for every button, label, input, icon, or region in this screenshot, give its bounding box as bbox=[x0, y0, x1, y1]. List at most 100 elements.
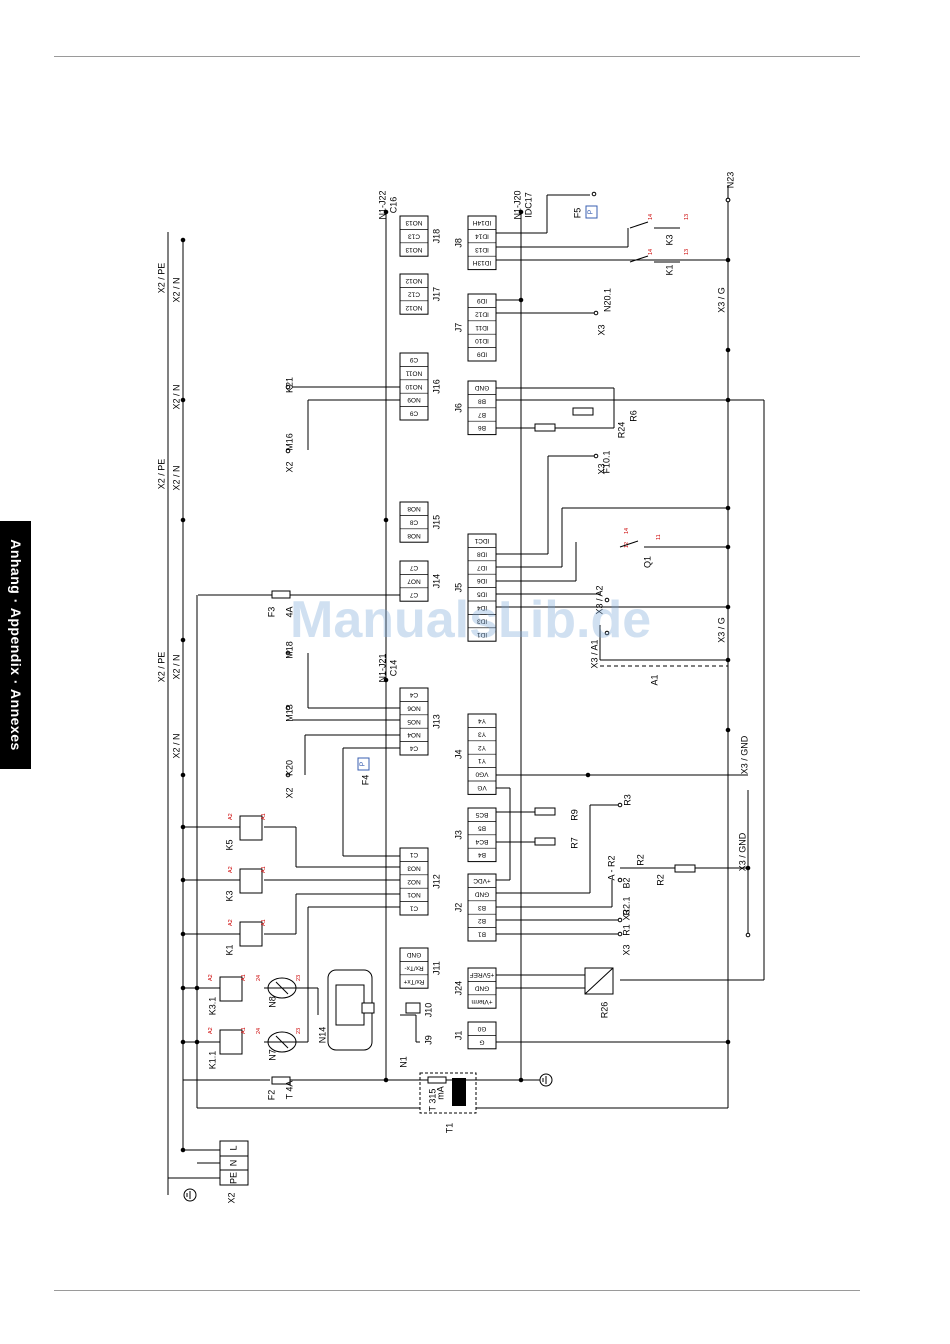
terminal-point-icon bbox=[285, 384, 291, 390]
pin-label: GND bbox=[474, 984, 489, 991]
pin-label: NO11 bbox=[405, 369, 422, 376]
fuse-symbol bbox=[271, 1076, 291, 1085]
terminal-point-icon bbox=[604, 597, 610, 603]
pin-label: NO2 bbox=[407, 878, 421, 885]
pin-label: C4 bbox=[409, 691, 418, 698]
pin-label: Rx/Tx+ bbox=[403, 978, 424, 985]
component-label: R1 bbox=[621, 924, 631, 936]
component-label: X2 / N bbox=[171, 733, 181, 758]
pin-label: Y4 bbox=[478, 717, 486, 724]
component-label: X3 / GND bbox=[737, 832, 747, 871]
svg-text:P: P bbox=[360, 761, 367, 766]
pin-number: A1 bbox=[261, 919, 267, 926]
pin-number: 14 bbox=[648, 214, 654, 220]
pin-label: NO12 bbox=[405, 277, 422, 284]
component-label: T1 bbox=[444, 1123, 454, 1134]
section-tab[interactable]: Anhang · Appendix · Annexes bbox=[0, 521, 31, 769]
pin-number: 24 bbox=[256, 975, 262, 981]
pin-label: NO4 bbox=[407, 731, 421, 738]
pressure-switch-symbol bbox=[357, 757, 370, 771]
block-id: J15 bbox=[431, 515, 441, 530]
terminal-point-icon bbox=[617, 802, 623, 808]
motor-protector-symbol bbox=[267, 1031, 297, 1053]
pin-number: 23 bbox=[296, 1028, 302, 1034]
resistor-symbol bbox=[534, 423, 556, 432]
pin-label: ID7 bbox=[477, 564, 488, 571]
component-label: N1 bbox=[398, 1056, 408, 1068]
pin-label: ID10 bbox=[475, 337, 489, 344]
component-label: X2 bbox=[226, 1192, 236, 1203]
x2-terminal bbox=[219, 1140, 249, 1186]
pin-label: VG0 bbox=[475, 771, 488, 778]
component-label: X3 / GND bbox=[739, 735, 749, 774]
pin-label: NO6 bbox=[407, 704, 421, 711]
pin-label: NO7 bbox=[407, 577, 421, 584]
fuse-symbol bbox=[271, 590, 291, 599]
pin-label: IDC1 bbox=[474, 537, 489, 544]
pin-label: VG bbox=[477, 784, 486, 791]
component-label: K5 bbox=[224, 839, 234, 850]
bottom-rule bbox=[54, 1290, 860, 1291]
block-id: J3 bbox=[453, 830, 463, 840]
pin-label: +5VREF bbox=[470, 971, 495, 978]
ground-icon bbox=[183, 1188, 197, 1202]
component-label: R2 bbox=[635, 854, 645, 866]
pin-label: B2 bbox=[478, 917, 486, 924]
component-label: R9 bbox=[569, 809, 579, 821]
terminal-blocks: NO13C13NO13J18NO12C12NO12J17C9NO11NO10NO… bbox=[399, 215, 497, 1050]
block-id: J4 bbox=[453, 749, 463, 759]
pin-label: Y2 bbox=[478, 744, 486, 751]
component-label: R2 bbox=[655, 874, 665, 886]
pin-label: B8 bbox=[478, 397, 486, 404]
component-label: K1 bbox=[664, 264, 674, 275]
pin-label: ID1 bbox=[477, 631, 488, 638]
terminal-point-icon bbox=[285, 650, 291, 656]
component-label: N1-J22 bbox=[377, 190, 387, 219]
pin-number: A2 bbox=[208, 1027, 214, 1034]
pin-number: A1 bbox=[241, 1027, 247, 1034]
terminal-point-icon bbox=[617, 877, 623, 883]
block-id: J16 bbox=[431, 379, 441, 394]
block-id: J5 bbox=[453, 583, 463, 593]
terminal-point-icon bbox=[617, 931, 623, 937]
component-label: X3 bbox=[596, 324, 606, 335]
block-id: J11 bbox=[431, 961, 441, 975]
component-label: X2 / N bbox=[171, 384, 181, 409]
terminal-point-icon bbox=[285, 705, 291, 711]
pin-label: GND bbox=[474, 890, 489, 897]
component-label: K3 bbox=[224, 890, 234, 901]
component-label: N23 bbox=[725, 172, 735, 189]
component-label: R24 bbox=[616, 422, 626, 439]
terminal-point-icon bbox=[591, 191, 597, 197]
pin-label: ID13 bbox=[475, 246, 489, 253]
pin-label: B7 bbox=[478, 411, 486, 418]
pin-number: 24 bbox=[256, 1028, 262, 1034]
block-id: J1 bbox=[453, 1031, 463, 1041]
component-label: N20.1 bbox=[602, 288, 612, 312]
component-label: J9 bbox=[423, 1035, 433, 1045]
pin-number: 13 bbox=[684, 249, 690, 255]
pin-number: A2 bbox=[228, 919, 234, 926]
component-label: X3 / A2 bbox=[594, 585, 604, 614]
pin-label: ID5 bbox=[477, 591, 488, 598]
component-label: X3 bbox=[621, 944, 631, 955]
component-label: F3 bbox=[266, 607, 276, 618]
pin-label: ID3 bbox=[477, 617, 488, 624]
component-label: K21 bbox=[284, 377, 294, 393]
component-label: N8 bbox=[267, 996, 277, 1008]
pin-label: Rx/Tx- bbox=[404, 964, 423, 971]
pin-number: 11 bbox=[656, 534, 662, 540]
pin-label: C4 bbox=[409, 745, 418, 752]
component-label: B2 bbox=[621, 877, 631, 888]
component-label: A - R2 bbox=[606, 855, 616, 880]
pressure-switch-symbol bbox=[585, 205, 598, 219]
pin-label: B1 bbox=[478, 931, 486, 938]
